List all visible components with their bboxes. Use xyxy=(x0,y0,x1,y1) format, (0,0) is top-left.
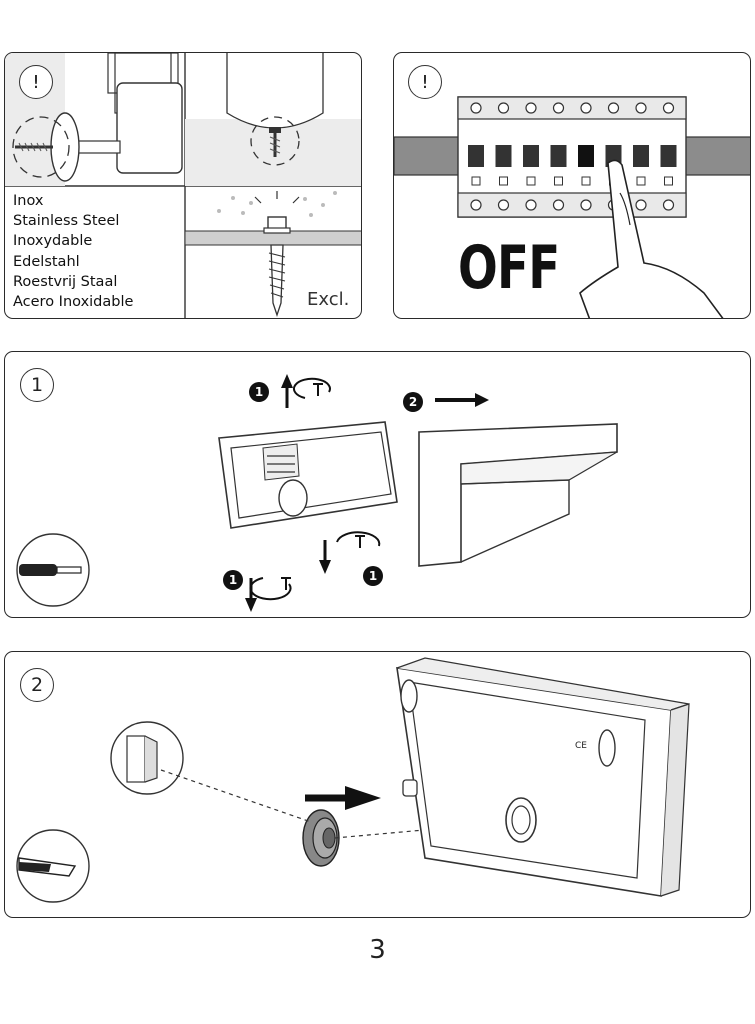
breaker-indicator xyxy=(636,176,646,186)
excluded-label: Excl. xyxy=(307,289,350,310)
callout-label: 1 xyxy=(369,569,377,583)
warning-panel-power-off: ! OFF xyxy=(393,52,751,319)
breaker-screw xyxy=(635,102,647,114)
svg-text:CE: CE xyxy=(575,741,587,751)
callout-badge xyxy=(363,566,383,586)
callout-badge xyxy=(249,382,269,402)
material-item: Roestvrij Staal xyxy=(13,273,118,290)
breaker-toggle xyxy=(468,145,484,167)
breaker-screw xyxy=(470,199,482,211)
callout-label: 1 xyxy=(229,573,237,587)
breaker-screw xyxy=(525,102,537,114)
breaker-toggle xyxy=(633,145,649,167)
warning-panel-stainless-screws: ! Inox Stainless Steel Inoxydable Edelst… xyxy=(4,52,362,319)
breaker-indicator xyxy=(554,176,563,186)
breaker-indicator xyxy=(664,176,673,186)
breaker-indicator xyxy=(499,176,508,186)
breaker-screw xyxy=(552,199,565,211)
breaker-screw xyxy=(607,102,620,114)
breaker-screw xyxy=(497,102,510,114)
breaker-screw xyxy=(580,199,592,211)
material-item: Stainless Steel xyxy=(13,213,120,230)
callout-badge xyxy=(223,570,243,590)
warning-exclamation-icon: ! xyxy=(19,65,53,99)
breaker-screw xyxy=(635,199,647,211)
breaker-toggle xyxy=(550,145,567,167)
step-number: 2 xyxy=(20,668,54,702)
step-1-panel: 1 1 2 1 1 xyxy=(4,351,751,618)
material-item: Edelstahl xyxy=(13,253,80,270)
page-number: 3 xyxy=(369,935,386,965)
pointing-hand-icon xyxy=(579,159,724,318)
breaker-toggle xyxy=(578,145,594,167)
material-item: Inox xyxy=(13,193,44,209)
breaker-screw xyxy=(497,199,510,211)
breaker-toggle xyxy=(495,145,512,167)
breaker-screw xyxy=(470,102,482,114)
screw-material-illustration xyxy=(5,53,361,318)
breaker-screw xyxy=(525,199,537,211)
step-2-panel: 2 CE xyxy=(4,651,751,918)
screwdriver-icon xyxy=(19,564,82,576)
breaker-screw xyxy=(662,102,675,114)
breaker-indicator xyxy=(471,176,481,186)
breaker-indicator xyxy=(526,176,536,186)
stainless-materials-list: Inox Stainless Steel Inoxydable Edelstah… xyxy=(13,191,133,312)
step-1-illustration: 1 2 1 1 xyxy=(16,374,618,612)
breaker-screw xyxy=(662,199,675,211)
breaker-screw xyxy=(580,102,592,114)
callout-label: 1 xyxy=(255,385,263,399)
breaker-toggle xyxy=(660,145,677,167)
utility-knife-icon xyxy=(18,857,77,877)
material-item: Acero Inoxidable xyxy=(13,294,134,311)
step-2-illustration: CE xyxy=(16,657,690,903)
breaker-screw xyxy=(552,102,565,114)
material-item: Inoxydable xyxy=(13,233,93,250)
warning-exclamation-icon: ! xyxy=(408,65,442,99)
breaker-toggle xyxy=(523,145,539,167)
step-number: 1 xyxy=(20,368,54,402)
circuit-breaker-illustration xyxy=(394,96,750,218)
breaker-indicator xyxy=(581,176,591,186)
callout-label: 2 xyxy=(409,395,417,409)
power-off-label: OFF xyxy=(458,233,560,303)
callout-badge xyxy=(403,392,423,412)
